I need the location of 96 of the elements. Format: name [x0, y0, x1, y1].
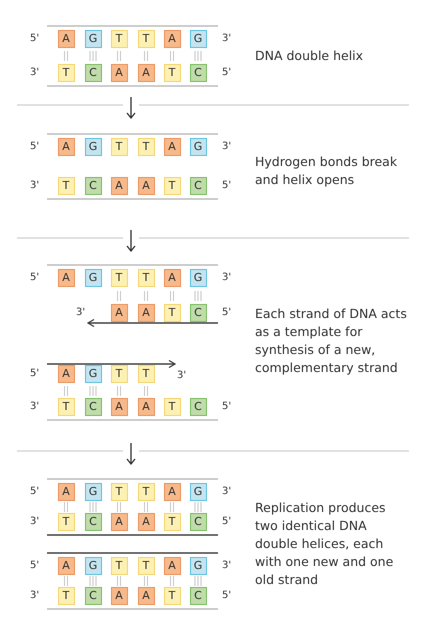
nucleotide-base: A: [58, 557, 74, 575]
nucleotide-base: A: [164, 483, 180, 501]
nucleotide-base: A: [138, 64, 154, 82]
strand-end-label: 5': [222, 516, 232, 528]
nucleotide-base: A: [138, 398, 154, 416]
strand-end-label: 3': [222, 141, 232, 153]
strand-end-label: 3': [222, 560, 232, 572]
strand-end-label: 3': [222, 33, 232, 45]
strand-end-label: 3': [30, 67, 40, 79]
nucleotide-base: G: [84, 557, 102, 575]
strand-end-label: 5': [30, 486, 40, 498]
nucleotide-base: T: [138, 483, 154, 501]
nucleotide-base: G: [84, 365, 102, 383]
nucleotide-base: A: [110, 398, 128, 416]
nucleotide-base: G: [84, 483, 102, 501]
nucleotide-base: G: [190, 30, 206, 48]
strand-end-label: 3': [177, 370, 186, 382]
nucleotide-base: A: [138, 177, 154, 195]
nucleotide-base: C: [84, 177, 102, 195]
nucleotide-base: C: [84, 513, 102, 531]
nucleotide-base: C: [190, 513, 206, 531]
nucleotide-base: G: [84, 30, 102, 48]
strand-end-label: 5': [30, 141, 40, 153]
nucleotide-base: G: [190, 138, 206, 156]
nucleotide-base: G: [190, 483, 206, 501]
nucleotide-base: T: [110, 483, 128, 501]
nucleotide-base: T: [164, 177, 180, 195]
strand-end-label: 5': [30, 368, 40, 380]
strand-end-label: 3': [222, 486, 232, 498]
step-description: Replication produces two identical DNA double helices, each with one new and one old strand: [255, 499, 394, 589]
nucleotide-base: T: [164, 513, 180, 531]
nucleotide-base: G: [190, 557, 206, 575]
strand-end-label: 3': [30, 516, 40, 528]
nucleotide-base: T: [164, 587, 180, 605]
strand-end-label: 5': [30, 33, 40, 45]
nucleotide-base: T: [164, 304, 180, 322]
nucleotide-base: A: [58, 30, 74, 48]
nucleotide-base: T: [110, 138, 128, 156]
nucleotide-base: A: [138, 304, 154, 322]
nucleotide-base: T: [58, 513, 74, 531]
nucleotide-base: G: [84, 269, 102, 287]
nucleotide-base: T: [58, 398, 74, 416]
step-description: Hydrogen bonds break and helix opens: [255, 153, 398, 189]
nucleotide-base: A: [58, 365, 74, 383]
nucleotide-base: T: [58, 177, 74, 195]
nucleotide-base: A: [138, 513, 154, 531]
nucleotide-base: C: [190, 177, 206, 195]
nucleotide-base: A: [58, 483, 74, 501]
nucleotide-base: T: [110, 365, 128, 383]
nucleotide-base: T: [110, 269, 128, 287]
nucleotide-base: A: [110, 304, 128, 322]
nucleotide-base: A: [110, 64, 128, 82]
nucleotide-base: C: [190, 64, 206, 82]
strand-end-label: 3': [30, 590, 40, 602]
nucleotide-base: A: [164, 269, 180, 287]
nucleotide-base: T: [138, 30, 154, 48]
nucleotide-base: A: [164, 30, 180, 48]
nucleotide-base: C: [190, 398, 206, 416]
nucleotide-base: G: [190, 269, 206, 287]
nucleotide-base: G: [84, 138, 102, 156]
strand-end-label: 3': [30, 180, 40, 192]
nucleotide-base: T: [138, 269, 154, 287]
step-description: DNA double helix: [255, 47, 364, 65]
nucleotide-base: T: [138, 138, 154, 156]
nucleotide-base: C: [84, 64, 102, 82]
nucleotide-base: C: [190, 304, 206, 322]
nucleotide-base: T: [58, 64, 74, 82]
nucleotide-base: A: [164, 557, 180, 575]
nucleotide-base: T: [110, 557, 128, 575]
nucleotide-base: A: [164, 138, 180, 156]
nucleotide-base: T: [138, 557, 154, 575]
nucleotide-base: T: [138, 365, 154, 383]
nucleotide-base: A: [110, 513, 128, 531]
nucleotide-base: A: [58, 269, 74, 287]
nucleotide-base: T: [58, 587, 74, 605]
nucleotide-base: A: [110, 587, 128, 605]
nucleotide-base: A: [110, 177, 128, 195]
strand-end-label: 5': [222, 590, 232, 602]
strand-end-label: 3': [222, 272, 232, 284]
strand-end-label: 5': [222, 67, 232, 79]
nucleotide-base: T: [110, 30, 128, 48]
strand-end-label: 5': [222, 401, 232, 413]
nucleotide-base: A: [58, 138, 74, 156]
nucleotide-base: T: [164, 398, 180, 416]
step-description: Each strand of DNA acts as a template for synthesis of a new, complementary strand: [255, 305, 407, 377]
strand-end-label: 3': [30, 401, 40, 413]
strand-end-label: 5': [222, 180, 232, 192]
strand-end-label: 5': [30, 272, 40, 284]
strand-end-label: 3': [76, 307, 86, 319]
nucleotide-base: C: [190, 587, 206, 605]
nucleotide-base: T: [164, 64, 180, 82]
strand-end-label: 5': [30, 560, 40, 572]
nucleotide-base: C: [84, 587, 102, 605]
strand-end-label: 5': [222, 307, 232, 319]
nucleotide-base: A: [138, 587, 154, 605]
nucleotide-base: C: [84, 398, 102, 416]
